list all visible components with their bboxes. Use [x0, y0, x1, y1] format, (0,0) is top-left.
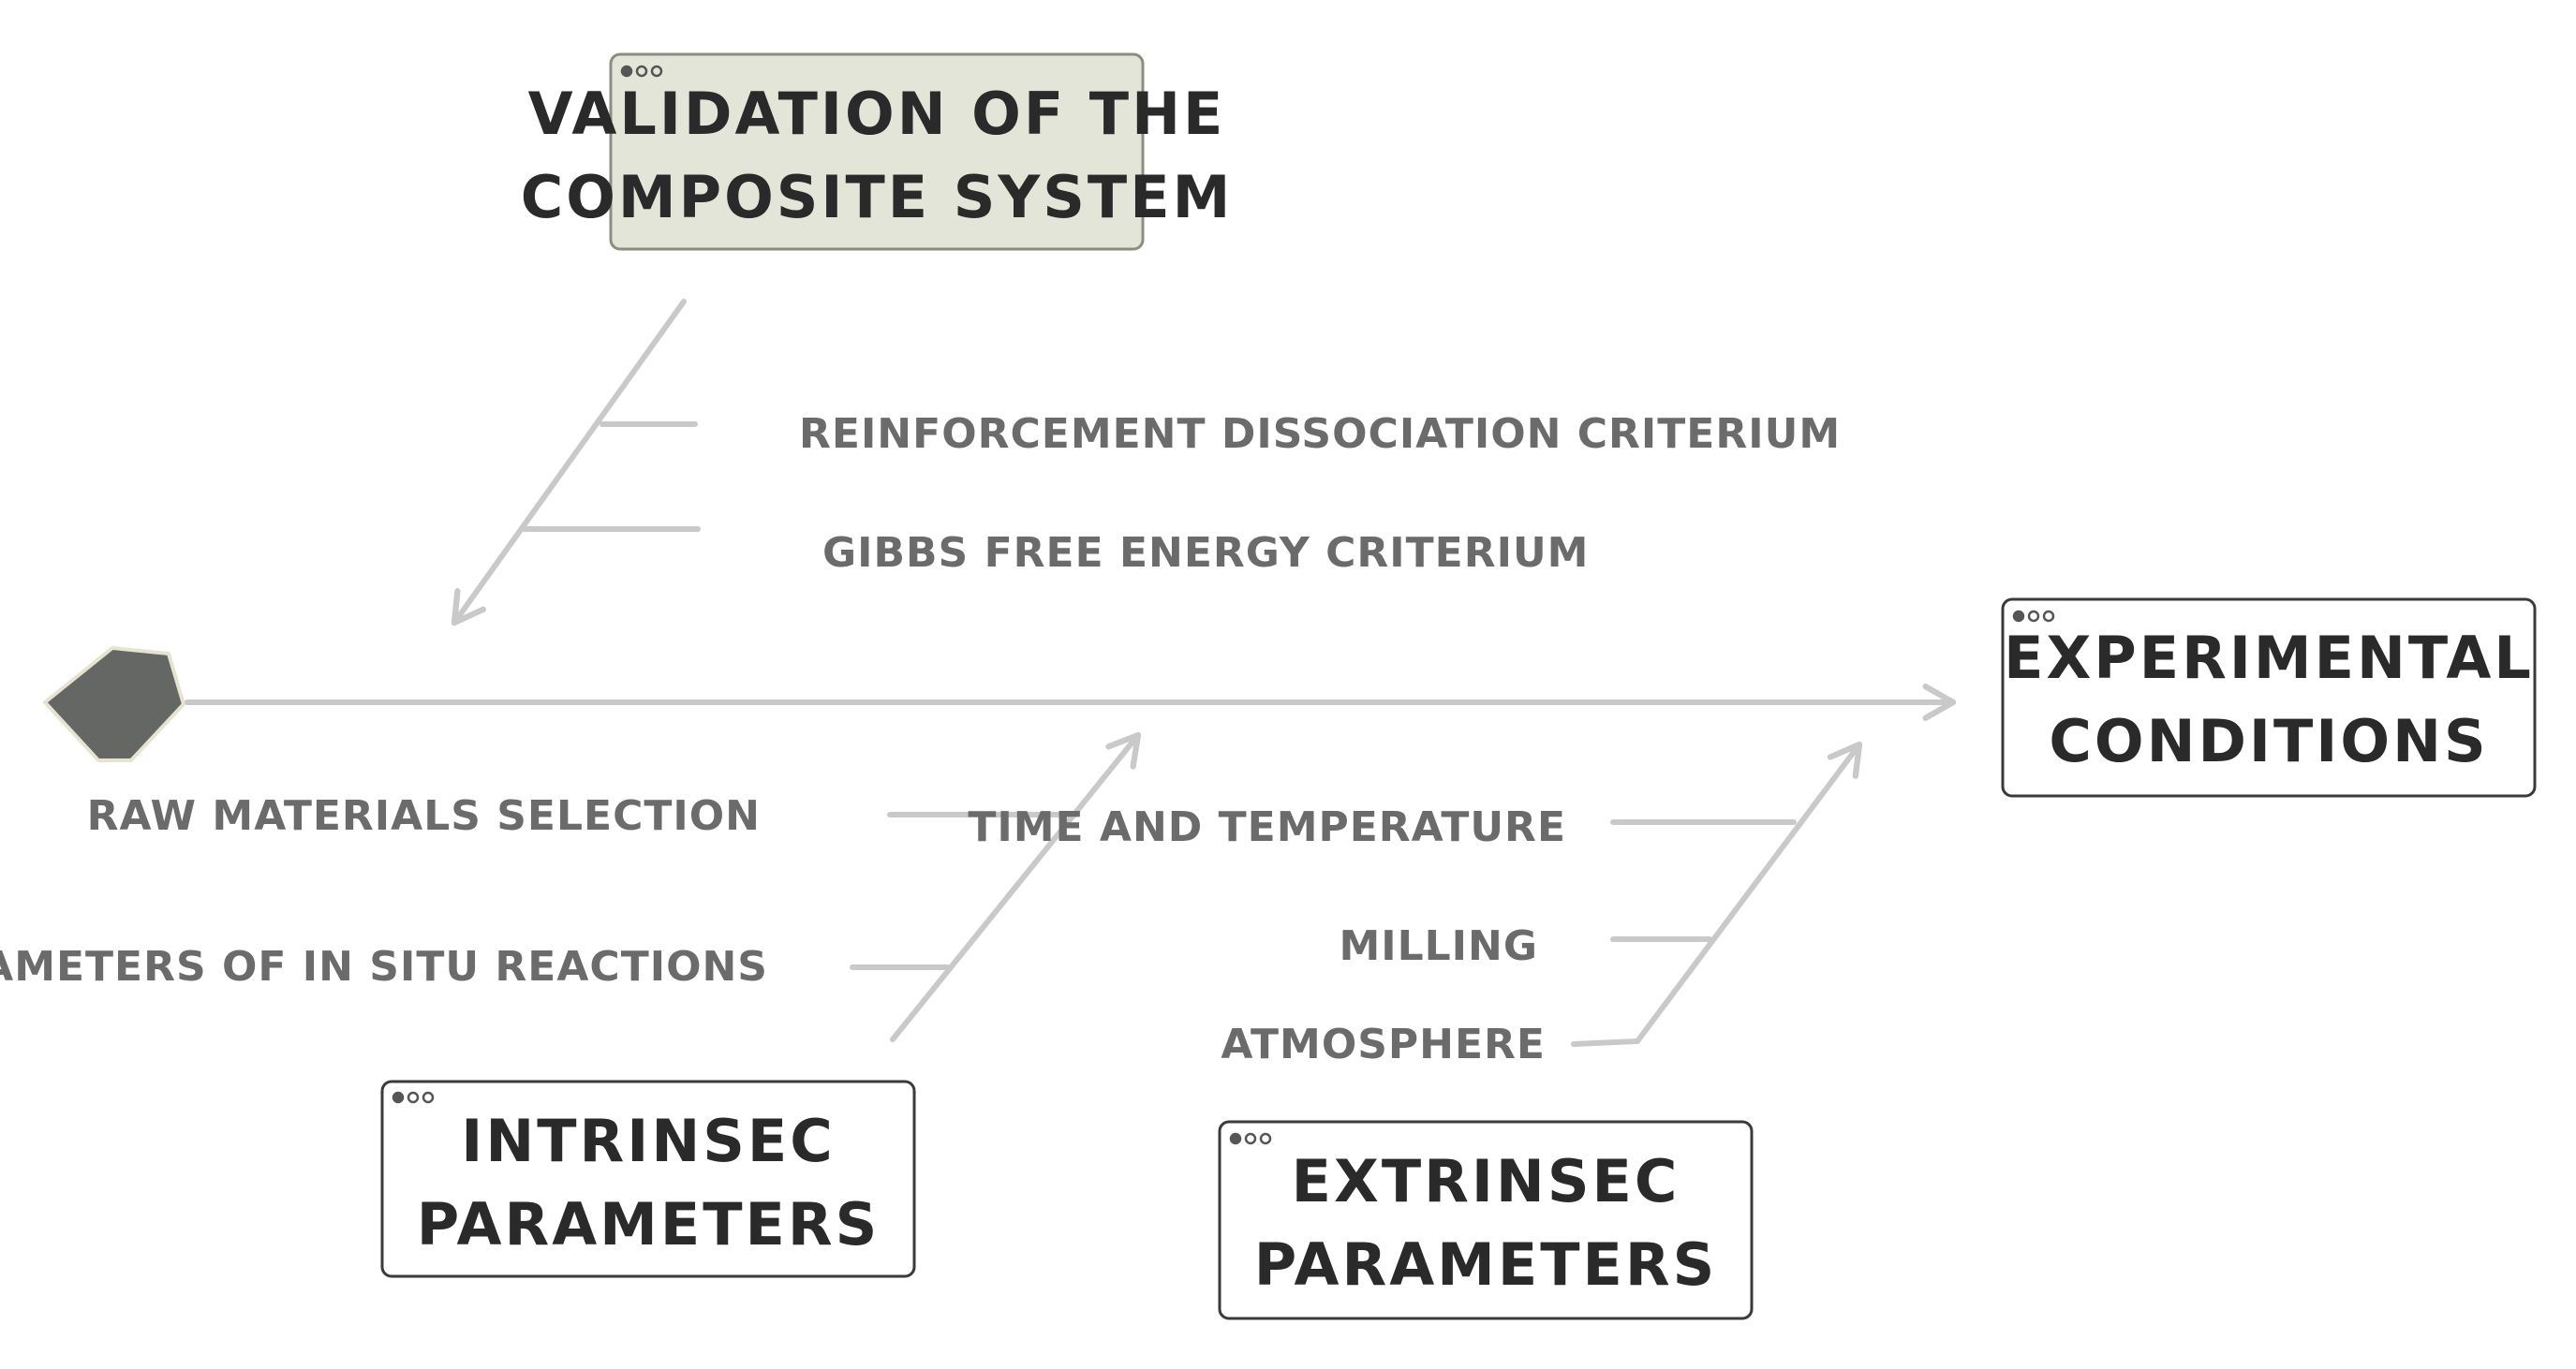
- intrinsec-bone: [850, 731, 1142, 1042]
- cause-time-temperature: TIME AND TEMPERATURE: [968, 803, 1566, 851]
- intrinsec-box: INTRINSEC PARAMETERS: [380, 1080, 916, 1278]
- validation-box: VALIDATION OF THE COMPOSITE SYSTEM: [521, 52, 1234, 251]
- cause-raw-materials: RAW MATERIALS SELECTION: [87, 792, 761, 840]
- cause-atmosphere: ATMOSPHERE: [1221, 1021, 1546, 1068]
- fish-head-diamond: [43, 646, 185, 762]
- intrinsec-box-line1: INTRINSEC: [461, 1107, 835, 1175]
- cause-in-situ-reactions: PARAMETERS OF IN SITU REACTIONS: [0, 943, 768, 991]
- validation-bone: [451, 299, 701, 626]
- validation-box-line1: VALIDATION OF THE: [528, 80, 1226, 148]
- extrinsec-box: EXTRINSEC PARAMETERS: [1218, 1120, 1754, 1320]
- validation-box-line2: COMPOSITE SYSTEM: [521, 163, 1234, 231]
- experimental-box-line1: EXPERIMENTAL: [2004, 624, 2534, 692]
- intrinsec-box-line2: PARAMETERS: [417, 1190, 881, 1259]
- extrinsec-box-line2: PARAMETERS: [1254, 1230, 1718, 1299]
- extrinsec-bone: [1571, 741, 1863, 1047]
- experimental-box: EXPERIMENTAL CONDITIONS: [2001, 597, 2537, 798]
- cause-gibbs-free-energy: GIBBS FREE ENERGY CRITERIUM: [822, 529, 1589, 577]
- cause-milling: MILLING: [1339, 922, 1538, 970]
- experimental-box-line2: CONDITIONS: [2049, 707, 2488, 775]
- cause-reinforcement-dissociation: REINFORCEMENT DISSOCIATION CRITERIUM: [799, 410, 1841, 458]
- extrinsec-box-line1: EXTRINSEC: [1292, 1147, 1680, 1215]
